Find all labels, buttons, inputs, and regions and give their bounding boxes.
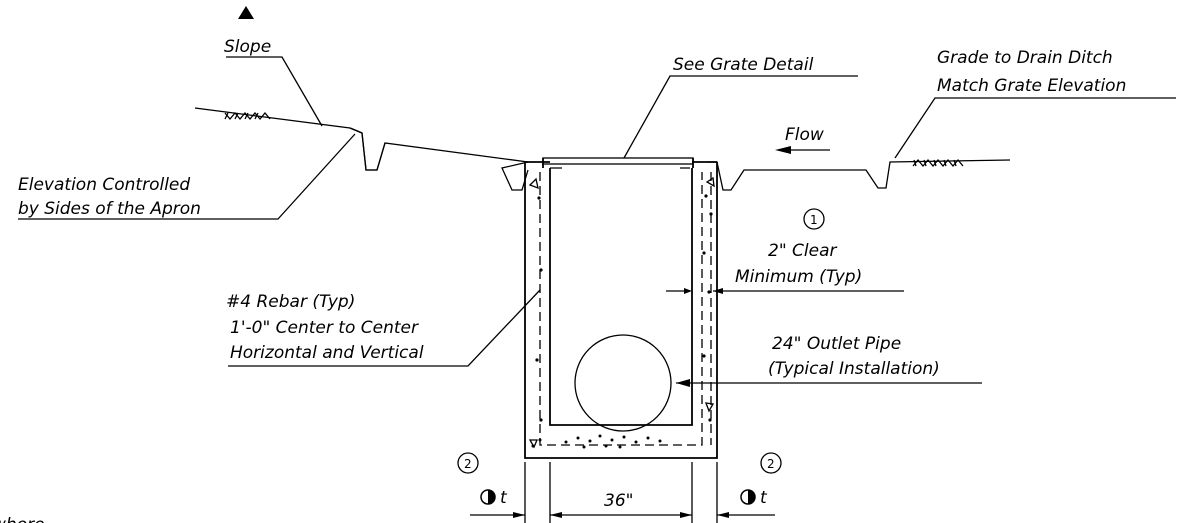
note-2-left-number: 2 [464,457,472,471]
clear-label-1: 2" Clear [768,241,838,261]
left-outer-bank [501,161,529,191]
flow-arrow [775,146,830,154]
half-circle-icon [480,489,496,505]
outlet-pipe [574,334,672,432]
flow-label: Flow [785,125,824,145]
width-dimension: 36" [604,491,633,511]
half-circle-icon [740,489,756,505]
left-soil-hatch [224,111,271,121]
note-2-right-number: 2 [767,457,775,471]
concrete-box [524,161,718,459]
partial-text: where [0,515,45,523]
pipe-label-2: (Typical Installation) [768,359,940,379]
concrete-aggregate [531,194,713,449]
note-1-number: 1 [810,213,818,227]
leader-lines [18,56,1176,384]
arrowheads [676,288,723,387]
thickness-right: t [760,488,768,508]
clear-label-2: Minimum (Typ) [735,267,862,287]
note-circle-2-right [760,452,782,474]
see-grate-label: See Grate Detail [673,55,814,75]
note-circle-2-left [457,452,479,474]
grate [542,157,694,169]
grade-drain-label-2: Match Grate Elevation [937,76,1126,96]
left-ground-line [194,107,363,134]
thickness-left: t [500,488,508,508]
right-soil-hatch [912,158,964,168]
elevation-label-2: by Sides of the Apron [18,199,201,219]
left-apron-profile [349,127,529,171]
elevation-label-1: Elevation Controlled [18,175,190,195]
rebar-label-3: Horizontal and Vertical [230,343,424,363]
rebar-lines [539,172,712,446]
left-ditch [361,132,386,171]
rebar-label-2: 1'-0" Center to Center [230,318,419,338]
rebar-label-1: #4 Rebar (Typ) [226,292,355,312]
pipe-label-1: 24" Outlet Pipe [772,334,901,354]
slope-label: Slope [224,37,271,57]
right-apron-profile [707,159,1011,191]
slope-triangle-icon [238,6,254,19]
note-circle-1 [803,208,825,230]
grade-drain-label-1: Grade to Drain Ditch [937,48,1113,68]
dimension-arrowheads [513,512,729,518]
concrete-triangles [528,176,715,449]
